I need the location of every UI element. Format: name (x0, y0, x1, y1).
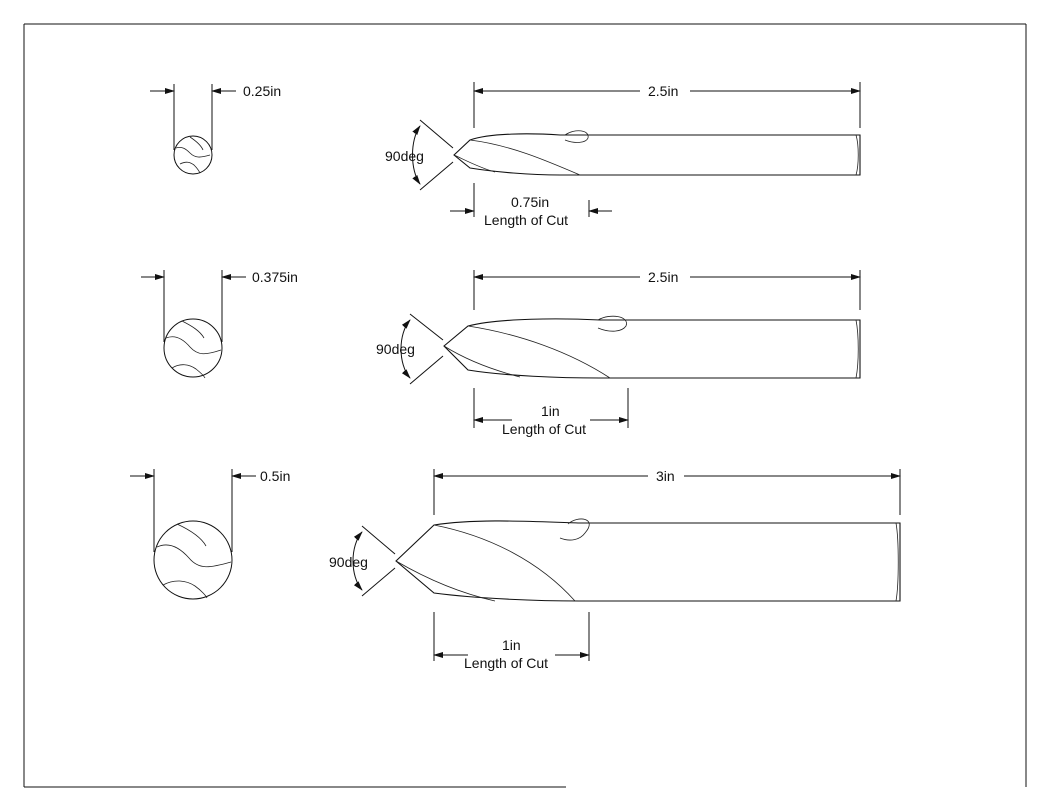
drill-row-3: 0.5in 3in 90deg 1in Length of Cut (130, 468, 901, 671)
point-angle-label-2: 90deg (376, 341, 415, 357)
overall-length-label-1: 2.5in (648, 83, 678, 99)
end-view-3: 0.5in (130, 468, 290, 600)
cut-length-caption-1: Length of Cut (484, 212, 568, 228)
point-angle-label-3: 90deg (329, 554, 368, 570)
cut-length-value-2: 1in (541, 403, 560, 419)
cut-length-value-1: 0.75in (511, 194, 549, 210)
end-view-2: 0.375in (141, 269, 298, 379)
side-view-1: 2.5in 90deg 0.75in Length of Cut (385, 82, 861, 228)
drill-row-2: 0.375in 2.5in 90deg 1in Length of Cut (141, 269, 861, 437)
drill-row-1: 0.25in 2.5in 90deg 0.75in Le (150, 82, 861, 228)
side-view-2: 2.5in 90deg 1in Length of Cut (376, 269, 861, 437)
overall-length-label-3: 3in (656, 468, 675, 484)
cut-length-caption-2: Length of Cut (502, 421, 586, 437)
point-angle-label-1: 90deg (385, 148, 424, 164)
side-view-3: 3in 90deg 1in Length of Cut (329, 468, 901, 671)
diameter-label-1: 0.25in (243, 83, 281, 99)
cut-length-value-3: 1in (502, 637, 521, 653)
end-view-1: 0.25in (150, 83, 281, 175)
overall-length-label-2: 2.5in (648, 269, 678, 285)
cut-length-caption-3: Length of Cut (464, 655, 548, 671)
diameter-label-3: 0.5in (260, 468, 290, 484)
diameter-label-2: 0.375in (252, 269, 298, 285)
sheet-border (23, 23, 1027, 788)
